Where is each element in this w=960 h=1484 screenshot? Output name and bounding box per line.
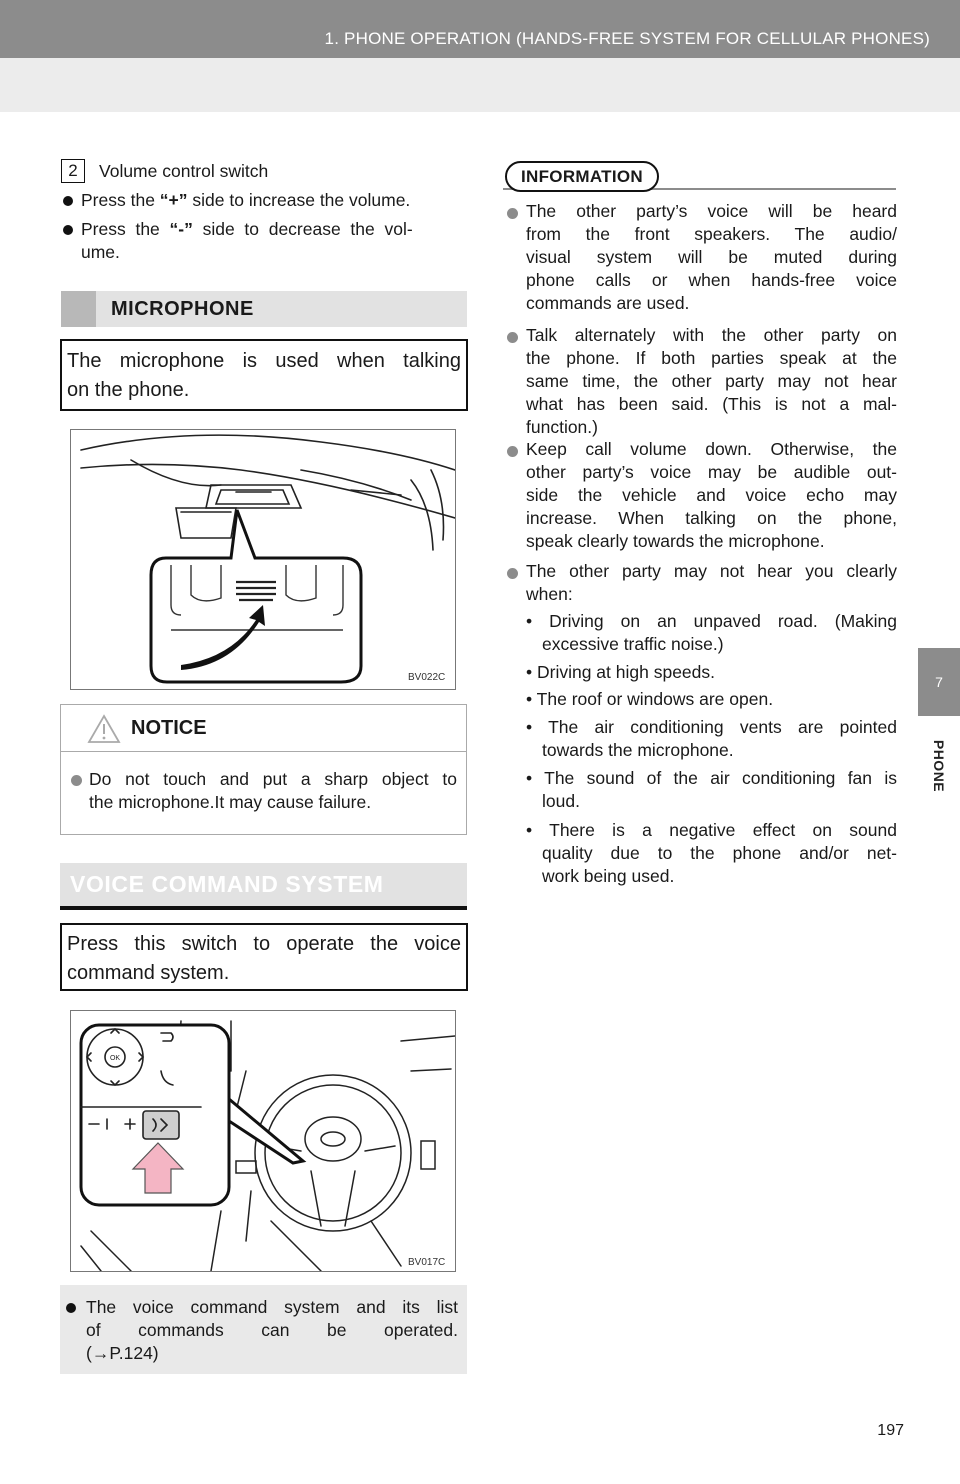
header-band (0, 58, 960, 112)
microphone-description: The microphone is used when talking on t… (60, 339, 468, 411)
svg-text:OK: OK (110, 1055, 120, 1062)
info-sub-3: • The roof or windows are open. (526, 689, 774, 709)
chapter-tab-label[interactable]: PHONE (918, 716, 960, 816)
microphone-heading: MICROPHONE (111, 298, 254, 320)
bullet-dot (507, 568, 518, 579)
info-sub-6: • There is a negative effect on sound qu… (526, 820, 897, 886)
volume-bullet-decrease: Press the “-” side to decrease the vol- (81, 219, 413, 239)
header-bar (0, 0, 960, 58)
volume-bullet-increase: Press the “+” side to increase the volum… (81, 190, 411, 210)
bullet-dot (63, 196, 73, 206)
microphone-desc-line1: The microphone is used when talking (67, 350, 461, 372)
info-sub-2: • Driving at high speeds. (526, 662, 716, 682)
voice-switch-figure: OK BV017C (70, 1010, 456, 1272)
page-header-title: 1. PHONE OPERATION (HANDS-FREE SYSTEM FO… (324, 29, 930, 48)
info-item-4: The other party may not hear you clearly… (526, 561, 897, 604)
notice-line1: Do not touch and put a sharp object to (89, 769, 457, 789)
notice-heading: NOTICE (131, 717, 207, 739)
notice-line2: the microphone.It may cause failure. (89, 792, 372, 812)
volume-title: Volume control switch (99, 161, 269, 181)
divider (61, 751, 466, 752)
notice-box: NOTICE Do not touch and put a sharp obje… (60, 704, 467, 835)
bullet-dot (507, 446, 518, 457)
bullet-dot (71, 775, 82, 786)
page-number: 197 (877, 1422, 904, 1439)
chapter-tab-number[interactable]: 7 (918, 648, 960, 716)
pointer-arrow-icon (181, 605, 265, 670)
bullet-dot (507, 332, 518, 343)
chapter-tab-text: PHONE (931, 739, 947, 793)
voice-note-line2: of commands can be operated. (86, 1320, 458, 1340)
voice-command-heading: VOICE COMMAND SYSTEM (70, 871, 384, 897)
voice-desc-line2: command system. (67, 962, 230, 984)
microphone-heading-bar: MICROPHONE (61, 291, 467, 327)
voice-command-heading-bar: VOICE COMMAND SYSTEM (60, 863, 467, 910)
info-item-1: The other party’s voice will be heard fr… (526, 201, 897, 313)
info-divider (503, 188, 896, 190)
steering-wheel-illustration: OK BV017C (79, 1020, 456, 1272)
information-heading: INFORMATION (505, 161, 659, 192)
warning-triangle-icon (87, 714, 121, 743)
microphone-figure: BV022C (70, 429, 456, 690)
pink-up-arrow-icon (131, 1142, 185, 1194)
bullet-dot (66, 1303, 76, 1313)
voice-note-text: The voice command system and its list of… (86, 1296, 458, 1365)
heading-marker (61, 291, 96, 327)
voice-command-description: Press this switch to operate the voice c… (60, 923, 468, 991)
info-sub-1: • Driving on an unpaved road. (Making ex… (526, 611, 897, 654)
microphone-illustration: BV022C (80, 434, 456, 684)
info-item-2: Talk alternately with the other party on… (526, 325, 897, 437)
voice-note-line3[interactable]: (→P.124) (86, 1343, 159, 1363)
figure-code: BV022C (408, 672, 445, 683)
bullet-dot (507, 208, 518, 219)
bullet-dot (63, 225, 73, 235)
info-sub-5: • The sound of the air conditioning fan … (526, 768, 897, 811)
info-sub-4: • The air conditioning vents are pointed… (526, 717, 897, 760)
notice-text: Do not touch and put a sharp object to t… (89, 768, 457, 814)
info-item-3: Keep call volume down. Otherwise, the ot… (526, 439, 897, 551)
voice-command-note: The voice command system and its list of… (60, 1285, 467, 1374)
voice-desc-line1: Press this switch to operate the voice (67, 933, 461, 955)
microphone-desc-line2: on the phone. (67, 379, 190, 401)
figure-code: BV017C (408, 1257, 445, 1268)
volume-bullet-decrease-cont: ume. (81, 242, 120, 262)
item-number-box: 2 (61, 159, 85, 183)
voice-note-line1: The voice command system and its list (86, 1297, 458, 1317)
